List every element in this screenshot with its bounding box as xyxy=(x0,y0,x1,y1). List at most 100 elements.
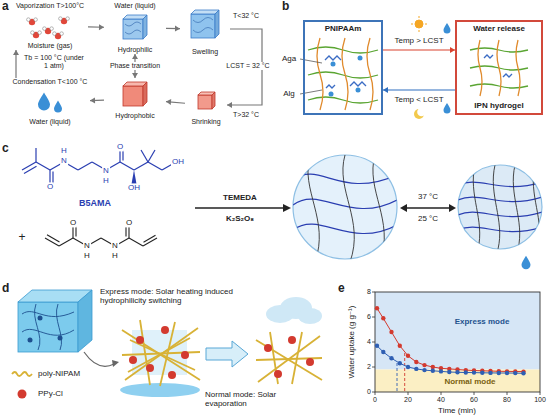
node-text: Hydrophilic xyxy=(118,46,153,54)
released-water-part xyxy=(444,23,451,33)
state-node: Condensation T<100 °C Water (liquid) xyxy=(10,78,90,126)
hydrophobic-cube-part xyxy=(123,86,143,106)
composite-normal-part-part xyxy=(306,358,314,366)
sun-icon xyxy=(411,16,427,32)
hollow-arrow-part xyxy=(206,341,248,367)
arrowhead xyxy=(13,50,19,55)
uptake-chart-part xyxy=(404,353,405,392)
composite-express-part xyxy=(129,326,189,379)
composite-express xyxy=(120,320,200,397)
composite-express-part-part xyxy=(168,371,176,379)
transition-arrow xyxy=(84,352,119,367)
node-text: Condensation T<100 °C xyxy=(13,78,88,86)
shrunk-cube-part xyxy=(212,92,215,109)
state-node: Hydrophobic xyxy=(104,78,166,120)
uptake-chart-part-part xyxy=(372,317,375,318)
hydrogel-network-swollen-part xyxy=(293,155,397,259)
uptake-chart-part-part xyxy=(375,306,379,310)
arrowhead xyxy=(132,73,138,78)
mba-structure-part xyxy=(59,238,73,246)
composite-express-part-part xyxy=(136,336,144,344)
uptake-chart-part-part xyxy=(414,367,418,371)
uptake-chart-part xyxy=(377,308,524,371)
hydrogel-network-swollen-part-part xyxy=(308,155,384,262)
figure-label: a xyxy=(2,0,9,14)
equilibrium-arrow-part xyxy=(400,204,407,212)
composite-normal-part xyxy=(264,336,314,378)
figure-label: 2 xyxy=(367,363,371,371)
composite-express-part-part xyxy=(129,356,137,364)
gas-molecules-part xyxy=(59,17,70,24)
figure-label: K₂S₂O₈ xyxy=(226,214,254,223)
figure-label: O xyxy=(46,182,54,191)
state-node: PNIPAAm xyxy=(303,20,383,115)
network-expanded xyxy=(308,38,378,110)
hydrophilic-cube xyxy=(123,15,147,39)
figure-label: 6 xyxy=(367,313,371,321)
figure-label: 40 xyxy=(437,396,445,404)
composite-normal-part xyxy=(256,332,322,384)
gas-molecules-part xyxy=(43,27,54,34)
composite-express-part-part xyxy=(161,326,169,334)
moon-icon-part xyxy=(417,108,426,117)
figure-label: Aga xyxy=(282,54,296,63)
legend-text: poly-NIPAM xyxy=(38,369,80,378)
figure-label: 37 °C xyxy=(418,192,438,201)
figure-label: 60 xyxy=(470,396,478,404)
uptake-chart-part-part xyxy=(422,368,426,372)
figure-label: LCST = 32 °C xyxy=(225,62,270,70)
sun-icon-part xyxy=(425,24,427,25)
figure-label: H xyxy=(83,251,91,260)
figure-label: Water uptake (g g⁻¹) xyxy=(347,306,356,379)
edge-label: Temp < LCST xyxy=(393,95,444,104)
reaction-arrow xyxy=(195,204,291,212)
uptake-chart-part-part xyxy=(464,370,468,374)
mba-structure xyxy=(45,224,157,246)
node-text: Swelling xyxy=(192,48,218,56)
hydrophilic-cube-part xyxy=(125,22,141,34)
uptake-chart-part-part xyxy=(381,350,385,354)
figure-label: 25 °C xyxy=(418,214,438,223)
figure-label: Normal mode xyxy=(444,377,495,386)
composite-express-part-part xyxy=(128,338,190,372)
sun-icon-part xyxy=(415,20,423,28)
uptake-chart-part xyxy=(377,346,524,374)
uptake-chart-part-part xyxy=(381,316,385,320)
uptake-chart-part xyxy=(375,292,540,370)
figure-label: Alg xyxy=(283,89,295,98)
figure-label: Time (min) xyxy=(438,406,476,415)
connector xyxy=(383,89,455,90)
uptake-chart-part xyxy=(375,344,526,376)
uptake-chart-part-part xyxy=(406,354,410,358)
hydrogel-cube xyxy=(18,290,92,352)
hydrogel-network-shrunk-part-part xyxy=(458,182,542,232)
node-text: Water release xyxy=(473,24,525,34)
uptake-chart-part-part xyxy=(375,392,376,395)
gas-molecules xyxy=(27,17,70,39)
swollen-cube-part xyxy=(191,10,219,14)
uptake-chart-part-part xyxy=(488,371,492,375)
node-text: Water (liquid) xyxy=(29,118,70,126)
figure-label: O xyxy=(69,218,77,227)
uptake-chart-part-part xyxy=(372,292,375,293)
b5ama-structure-part xyxy=(35,148,36,162)
uptake-chart-part-part xyxy=(480,371,484,375)
legend-samples xyxy=(12,372,32,399)
composite-express-part-part xyxy=(140,320,150,385)
network-expanded-part xyxy=(329,92,334,97)
hydrogel-network-shrunk-part-part xyxy=(473,165,539,249)
composite-normal-part-part xyxy=(288,336,296,344)
hydrophilic-cube-part xyxy=(123,19,143,39)
uptake-chart-part-part xyxy=(441,392,442,395)
arrowhead xyxy=(90,97,95,103)
hydrogel-cube-part xyxy=(28,338,33,343)
legend-samples-part xyxy=(12,372,32,376)
connector xyxy=(383,49,455,50)
uptake-chart-part-part xyxy=(408,392,409,395)
uptake-chart-part-part xyxy=(540,392,541,395)
state-node: Swelling xyxy=(180,2,230,56)
arrowhead xyxy=(383,87,388,93)
figure-label: O xyxy=(116,142,124,151)
